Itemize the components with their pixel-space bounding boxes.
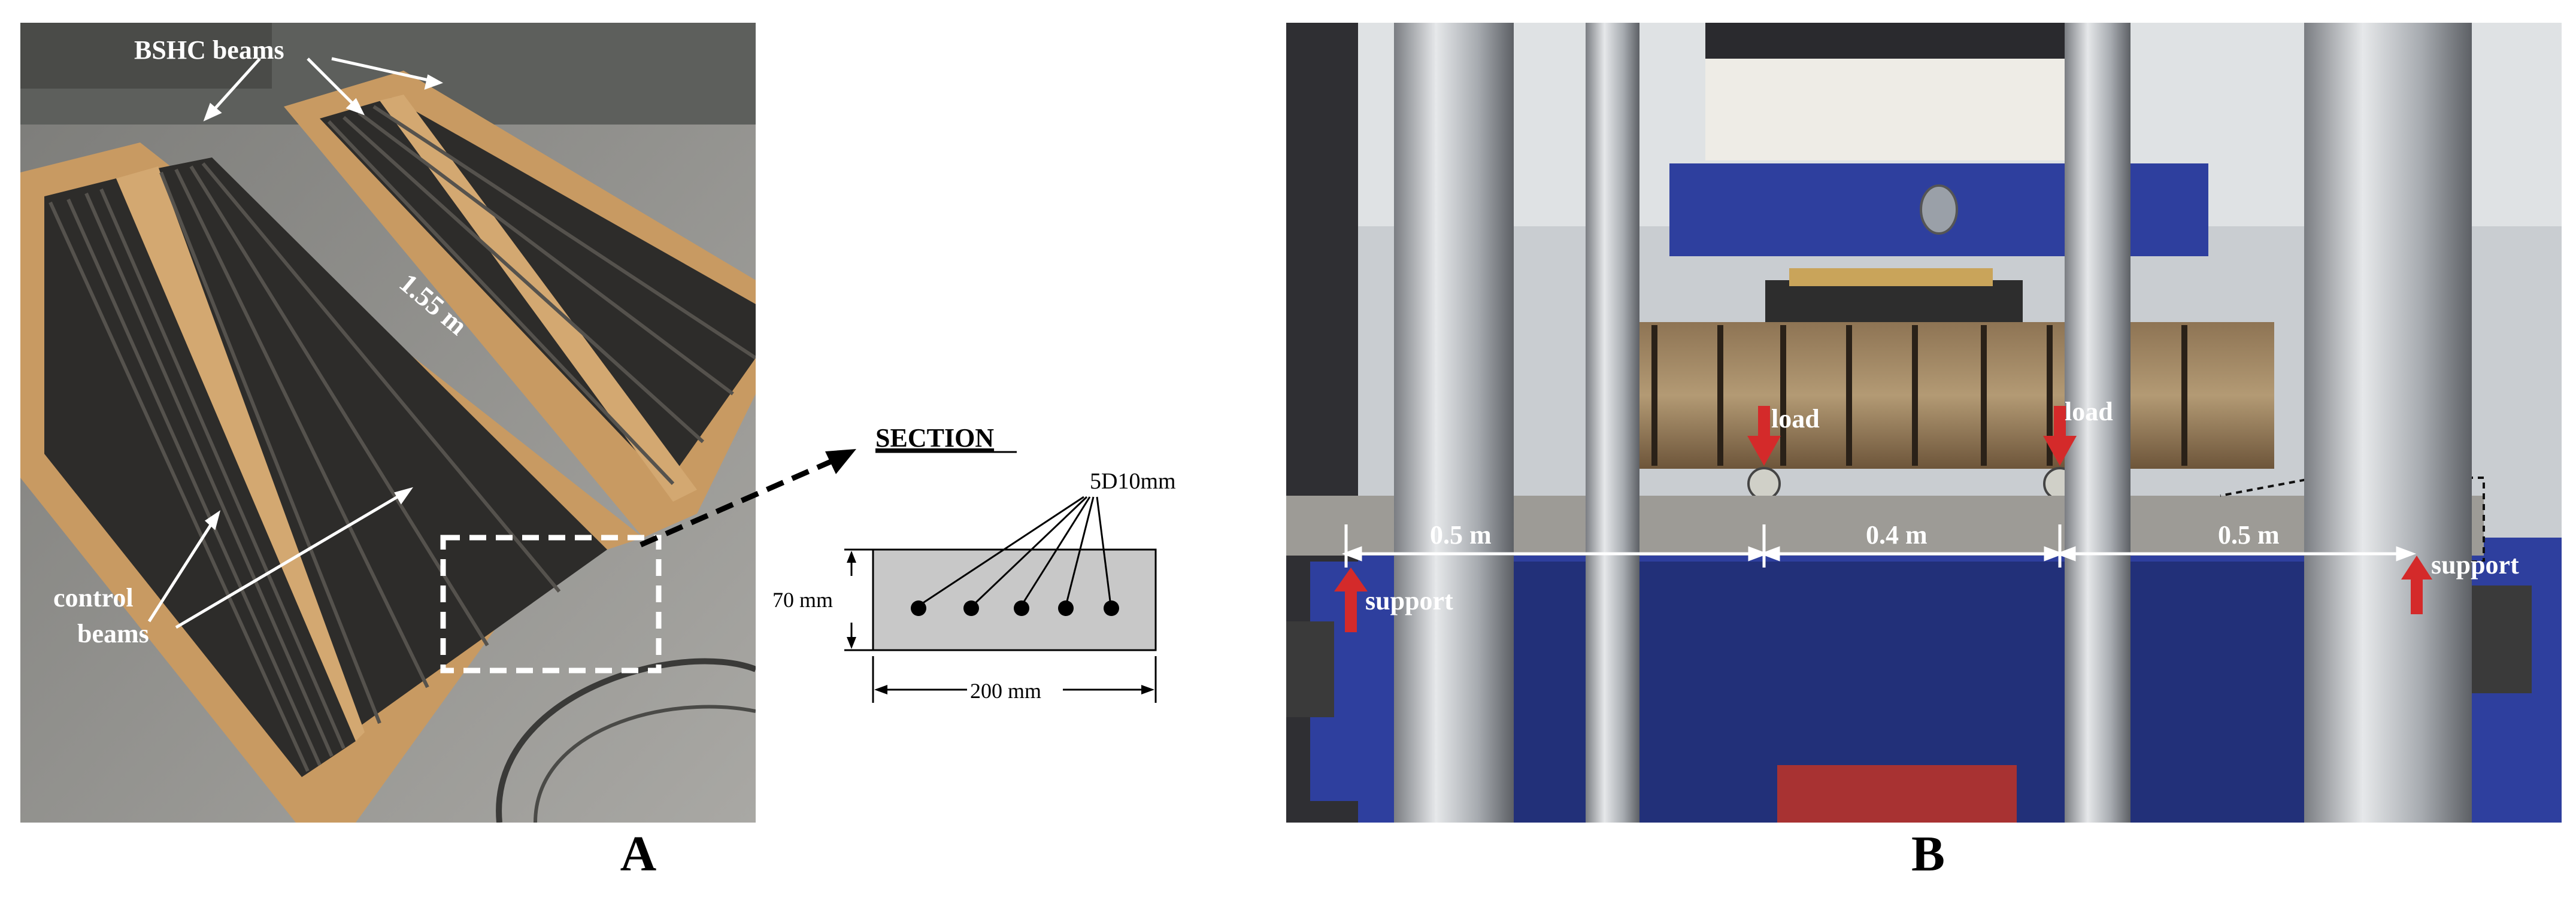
cross-section-drawing: SECTION 5D10mm 70 mm 200 mm xyxy=(772,423,1176,703)
support-pin-left xyxy=(1286,621,1334,717)
span-right-label: 0.5 m xyxy=(2218,520,2280,550)
column-1 xyxy=(1394,23,1514,823)
photo-label-arrows xyxy=(147,57,444,629)
support-arrows xyxy=(1334,556,2432,632)
load-arrows xyxy=(1747,406,2077,466)
pointer-arrowhead xyxy=(825,449,856,474)
panel-letter-a: A xyxy=(620,826,657,882)
panel-b-photo: load load support support 0.5 m 0.4 m 0.… xyxy=(1286,23,2562,823)
control-beams-label-line2: beams xyxy=(77,619,149,648)
section-width-label: 200 mm xyxy=(970,679,1041,703)
rebar-3 xyxy=(1014,600,1029,616)
pointer-arrow-to-section xyxy=(640,449,856,548)
span-middle-label: 0.4 m xyxy=(1866,520,1928,550)
load-label-left: load xyxy=(1771,404,1820,433)
support-label-right: support xyxy=(2431,550,2519,580)
rebar-5 xyxy=(1104,600,1119,616)
load-roller-left xyxy=(1747,467,1781,500)
support-label-left: support xyxy=(1365,586,1453,615)
formwork-photo: BSHC beams 1.55 m control beams xyxy=(20,23,756,823)
panel-a-photo: BSHC beams 1.55 m control beams xyxy=(20,23,756,823)
bshc-beams-label: BSHC beams xyxy=(134,35,284,65)
steel-bars xyxy=(49,105,756,772)
rebar-dots xyxy=(911,600,1119,616)
control-beams-label-line1: control xyxy=(53,583,134,612)
span-left-label: 0.5 m xyxy=(1430,520,1492,550)
section-title: SECTION xyxy=(875,423,994,453)
rebar-leaders xyxy=(922,496,1111,605)
rebar-4 xyxy=(1058,600,1074,616)
spreader-beam xyxy=(1592,322,2274,469)
support-pin-right xyxy=(2466,585,2532,693)
rebar-1 xyxy=(911,600,926,616)
load-label-right: load xyxy=(2065,397,2113,426)
section-height-label: 70 mm xyxy=(772,588,833,612)
floor-red-detail xyxy=(1777,765,2017,823)
column-4 xyxy=(2304,23,2472,823)
section-highlight-box xyxy=(440,535,662,674)
bars-label: 5D10mm xyxy=(1090,469,1176,494)
panel-letter-b: B xyxy=(1911,826,1945,882)
formwork-box-left xyxy=(20,142,643,823)
span-dimension xyxy=(1341,524,2417,568)
rebar-2 xyxy=(963,600,979,616)
test-rig-photo: load load support support 0.5 m 0.4 m 0.… xyxy=(1286,23,2562,823)
column-3 xyxy=(2065,23,2130,823)
column-2 xyxy=(1586,23,1639,823)
